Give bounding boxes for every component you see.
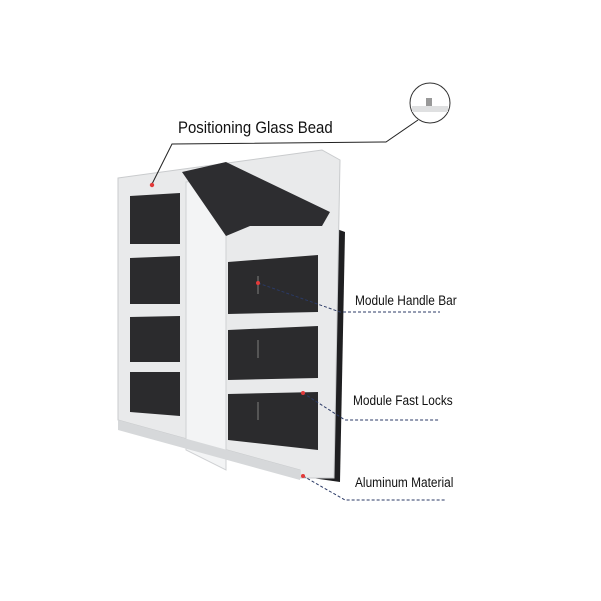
module	[130, 193, 180, 244]
right-module-column	[228, 255, 318, 450]
module	[130, 372, 180, 416]
glass-bead-marker	[149, 182, 155, 188]
left-module-column	[130, 193, 180, 416]
callout-aluminum-material: Aluminum Material	[355, 475, 454, 490]
callout-module-handle-bar: Module Handle Bar	[355, 293, 457, 308]
diagram-title: Positioning Glass Bead	[178, 118, 333, 137]
glass-bead-detail-inset	[409, 82, 451, 124]
aluminum-marker	[301, 474, 305, 478]
callout-module-fast-locks: Module Fast Locks	[353, 393, 453, 408]
module	[228, 326, 318, 380]
handle-bar-marker	[256, 281, 260, 285]
handle-bar-leader	[257, 282, 440, 313]
module	[130, 316, 180, 362]
fast-locks-leader	[302, 392, 440, 421]
title-leader-line	[151, 119, 419, 185]
module	[228, 255, 318, 314]
module	[228, 392, 318, 450]
open-module	[182, 162, 330, 236]
bottom-rail	[118, 420, 300, 480]
fast-locks-marker	[301, 391, 305, 395]
aluminum-leader	[302, 475, 445, 501]
module	[130, 256, 180, 304]
